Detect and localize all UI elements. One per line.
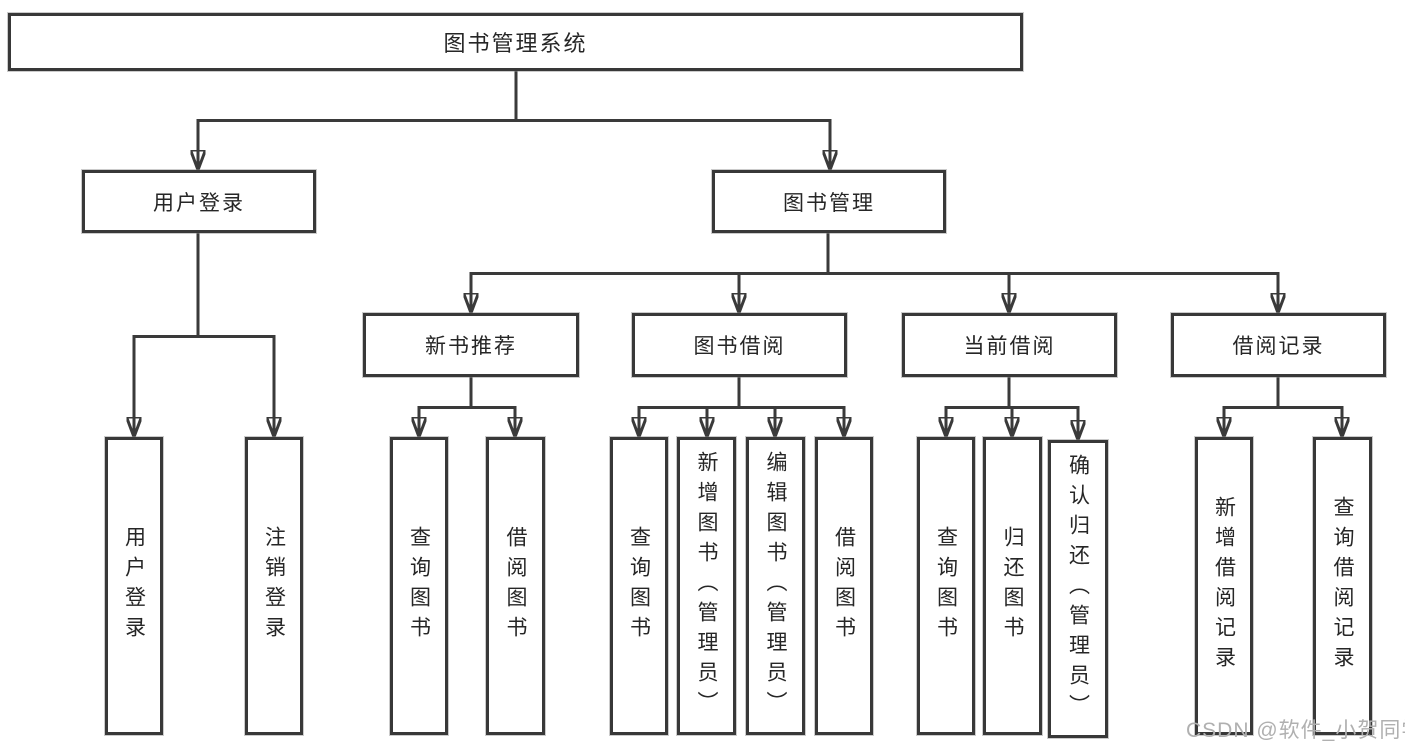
leaf-user-login-label: 用户登录 bbox=[122, 526, 146, 646]
node-book-borrowing-label: 图书借阅 bbox=[693, 335, 786, 358]
leaf-query-borrow-record-label: 查询借阅记录 bbox=[1331, 496, 1354, 676]
leaf-borrow-books-borrow-label: 借阅图书 bbox=[832, 526, 856, 646]
node-book-management: 图书管理 bbox=[712, 170, 946, 233]
node-book-management-label: 图书管理 bbox=[783, 191, 875, 215]
leaf-return-books: 归还图书 bbox=[983, 437, 1042, 735]
edges-book-borrowing bbox=[638, 376, 846, 436]
leaf-confirm-return-admin: 确认归还（管理员） bbox=[1048, 440, 1108, 738]
node-current-borrowing-label: 当前借阅 bbox=[963, 335, 1056, 358]
leaf-confirm-return-admin-label: 确认归还（管理员） bbox=[1066, 454, 1090, 724]
leaf-logout: 注销登录 bbox=[245, 437, 303, 735]
leaf-add-book-admin: 新增图书（管理员） bbox=[677, 437, 736, 735]
edges-user-login bbox=[133, 232, 276, 436]
leaf-query-books-current-label: 查询图书 bbox=[934, 526, 958, 646]
edges-book-management bbox=[470, 232, 1280, 312]
leaf-query-books-newrec-label: 查询图书 bbox=[407, 526, 431, 646]
edges-current-borrowing bbox=[945, 376, 1080, 439]
node-current-borrowing: 当前借阅 bbox=[902, 313, 1117, 377]
node-borrow-records: 借阅记录 bbox=[1171, 313, 1386, 377]
leaf-edit-book-admin-label: 编辑图书（管理员） bbox=[764, 451, 787, 721]
leaf-borrow-books-borrow: 借阅图书 bbox=[815, 437, 873, 735]
leaf-query-books-borrow: 查询图书 bbox=[610, 437, 668, 735]
node-new-book-recommend: 新书推荐 bbox=[363, 313, 579, 377]
edges-root bbox=[197, 69, 832, 169]
leaf-query-books-borrow-label: 查询图书 bbox=[627, 526, 651, 646]
node-new-book-recommend-label: 新书推荐 bbox=[425, 335, 517, 358]
node-root: 图书管理系统 bbox=[8, 13, 1023, 71]
leaf-borrow-books-newrec-label: 借阅图书 bbox=[504, 526, 527, 646]
node-root-label: 图书管理系统 bbox=[443, 31, 588, 56]
leaf-return-books-label: 归还图书 bbox=[1001, 526, 1024, 646]
leaf-logout-label: 注销登录 bbox=[262, 526, 286, 646]
node-user-login: 用户登录 bbox=[82, 170, 316, 233]
edges-borrow-records bbox=[1223, 376, 1344, 436]
leaf-add-borrow-record-label: 新增借阅记录 bbox=[1212, 496, 1236, 676]
leaf-borrow-books-newrec: 借阅图书 bbox=[486, 437, 545, 735]
leaf-user-login: 用户登录 bbox=[105, 437, 163, 735]
leaf-add-borrow-record: 新增借阅记录 bbox=[1195, 437, 1253, 735]
leaf-query-books-newrec: 查询图书 bbox=[390, 437, 448, 735]
leaf-query-books-current: 查询图书 bbox=[917, 437, 975, 735]
csdn-watermark: CSDN @软件_小贺同学 bbox=[1186, 719, 1405, 742]
node-borrow-records-label: 借阅记录 bbox=[1232, 335, 1325, 358]
edges-new-book-recommend bbox=[418, 376, 517, 436]
leaf-add-book-admin-label: 新增图书（管理员） bbox=[695, 451, 718, 721]
leaf-edit-book-admin: 编辑图书（管理员） bbox=[746, 437, 805, 735]
node-user-login-label: 用户登录 bbox=[153, 191, 245, 215]
leaf-query-borrow-record: 查询借阅记录 bbox=[1313, 437, 1372, 735]
node-book-borrowing: 图书借阅 bbox=[632, 313, 847, 377]
